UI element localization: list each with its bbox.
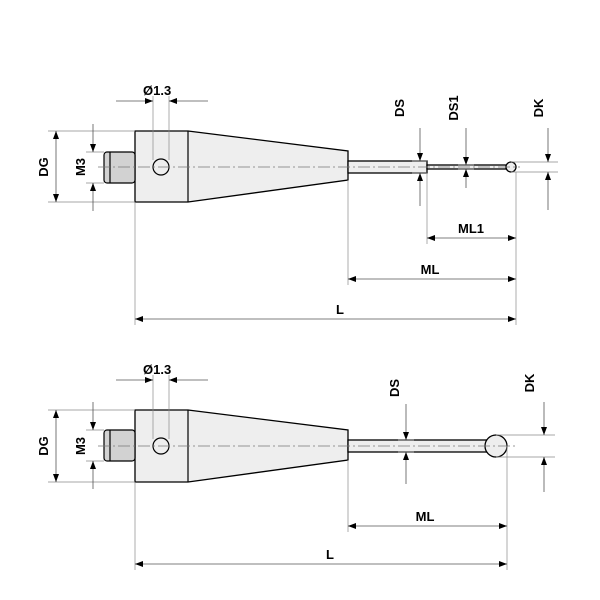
label-diameter-top: Ø1.3 — [143, 83, 171, 98]
label-ml1-top: ML1 — [458, 221, 484, 236]
label-ds-top: DS — [392, 99, 407, 117]
stylus-drawing-bottom: Ø1.3 DG M3 DS DK — [36, 362, 555, 570]
label-m3-top: M3 — [73, 158, 88, 176]
label-diameter-bottom: Ø1.3 — [143, 362, 171, 377]
label-ds-bottom: DS — [387, 379, 402, 397]
label-ml-top: ML — [421, 262, 440, 277]
label-ds1-top: DS1 — [446, 95, 461, 120]
thread-m3-bottom — [103, 429, 136, 462]
label-dg-top: DG — [36, 157, 51, 177]
stylus-drawing-top: Ø1.3 DG M3 DS DS1 — [36, 83, 558, 325]
label-dg-bottom: DG — [36, 436, 51, 456]
stylus-body-top — [134, 130, 349, 203]
thread-m3-top — [103, 151, 136, 184]
label-m3-bottom: M3 — [73, 437, 88, 455]
label-ml-bottom: ML — [416, 509, 435, 524]
label-l-top: L — [336, 302, 344, 317]
label-l-bottom: L — [326, 547, 334, 562]
label-dk-top: DK — [531, 98, 546, 117]
label-dk-bottom: DK — [522, 373, 537, 392]
